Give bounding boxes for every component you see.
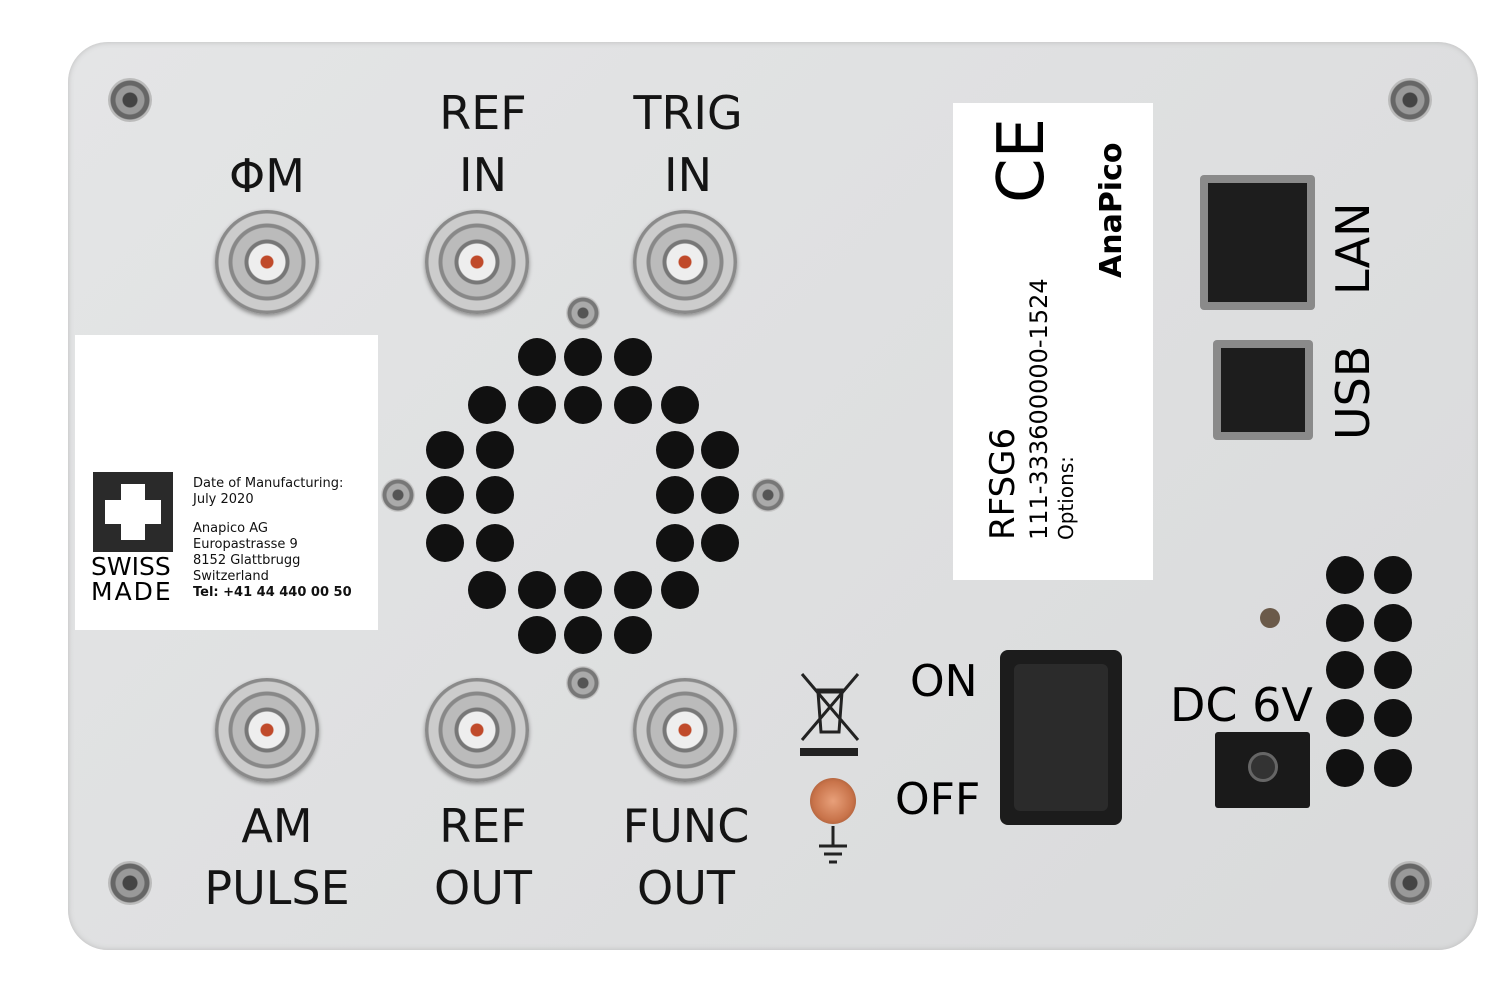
ref-in-line1: REF	[439, 86, 527, 140]
vent-hole	[1374, 604, 1412, 642]
ref-out-line2: OUT	[434, 861, 532, 915]
ref-in-label: REF IN	[383, 82, 583, 206]
vent-hole	[1326, 604, 1364, 642]
options-text: Options:	[1054, 456, 1078, 540]
am-pulse-bnc-connector[interactable]	[215, 678, 319, 782]
ground-symbol-icon	[819, 826, 847, 864]
func-out-line2: OUT	[637, 861, 735, 915]
func-out-label: FUNC OUT	[586, 795, 786, 919]
dc-power-jack[interactable]	[1215, 732, 1310, 808]
vent-hole	[614, 616, 652, 654]
vent-hole	[518, 338, 556, 376]
vent-hole	[656, 524, 694, 562]
vent-hole	[661, 571, 699, 609]
vent-hole	[468, 571, 506, 609]
vent-hole	[426, 476, 464, 514]
vent-hole	[1326, 556, 1364, 594]
vent-hole	[518, 616, 556, 654]
usb-port[interactable]	[1213, 340, 1313, 440]
fan-screw-icon	[566, 296, 600, 330]
trig-in-label: TRIG IN	[588, 82, 788, 206]
corner-screw-icon	[108, 78, 152, 122]
serial-number: 111-333600000-1524	[1025, 278, 1053, 540]
vent-hole	[614, 571, 652, 609]
city: 8152 Glattbrugg	[193, 553, 301, 568]
vent-hole	[564, 616, 602, 654]
phi-m-label: ΦM	[229, 149, 305, 203]
vent-hole	[614, 386, 652, 424]
vent-hole	[564, 571, 602, 609]
date-value: July 2020	[193, 492, 254, 507]
vent-hole	[564, 386, 602, 424]
dc-label: DC 6V	[1170, 678, 1313, 732]
vent-hole	[426, 431, 464, 469]
vent-hole	[476, 431, 514, 469]
ref-in-line2: IN	[459, 148, 507, 202]
corner-screw-icon	[1388, 78, 1432, 122]
vent-hole	[656, 431, 694, 469]
swiss-text: SWISS	[91, 552, 171, 581]
fan-screw-icon	[751, 478, 785, 512]
vent-hole	[476, 476, 514, 514]
vent-hole	[656, 476, 694, 514]
trig-in-bnc-connector[interactable]	[633, 210, 737, 314]
vent-hole	[518, 386, 556, 424]
func-out-bnc-connector[interactable]	[633, 678, 737, 782]
date-title: Date of Manufacturing:	[193, 476, 344, 491]
ground-screw	[810, 778, 856, 824]
off-label: OFF	[895, 774, 981, 825]
weee-bin-icon	[800, 673, 860, 756]
vent-hole	[426, 524, 464, 562]
corner-screw-icon	[108, 861, 152, 905]
lan-label: LAN	[1326, 202, 1380, 295]
am-pulse-label: AM PULSE	[177, 795, 377, 919]
model-name: RFSG6	[983, 427, 1023, 540]
country: Switzerland	[193, 569, 269, 584]
power-switch[interactable]	[1000, 650, 1122, 825]
fan-screw-icon	[381, 478, 415, 512]
ref-out-bnc-connector[interactable]	[425, 678, 529, 782]
company: Anapico AG	[193, 521, 268, 536]
vent-hole	[1326, 749, 1364, 787]
vent-hole	[661, 386, 699, 424]
vent-hole	[1374, 651, 1412, 689]
made-text: MADE	[91, 577, 173, 606]
led-indicator	[1260, 608, 1280, 628]
vent-hole	[468, 386, 506, 424]
vent-hole	[476, 524, 514, 562]
ref-out-label: REF OUT	[383, 795, 583, 919]
telephone: Tel: +41 44 440 00 50	[193, 585, 352, 600]
vent-hole	[1374, 556, 1412, 594]
vent-hole	[1374, 699, 1412, 737]
vent-hole	[564, 338, 602, 376]
vent-hole	[1326, 651, 1364, 689]
vent-hole	[1326, 699, 1364, 737]
fan-screw-icon	[566, 666, 600, 700]
trig-in-line1: TRIG	[633, 86, 743, 140]
swiss-made-label: SWISS MADE Date of Manufacturing: July 2…	[75, 335, 378, 630]
trig-in-line2: IN	[664, 148, 712, 202]
am-line: AM	[241, 799, 313, 853]
vent-hole	[701, 431, 739, 469]
phi-m-bnc-connector[interactable]	[215, 210, 319, 314]
ref-out-line1: REF	[439, 799, 527, 853]
pulse-line: PULSE	[204, 861, 350, 915]
swiss-cross-logo	[93, 472, 173, 552]
vent-hole	[614, 338, 652, 376]
product-label: CE AnaPico RFSG6 111-333600000-1524 Opti…	[953, 103, 1153, 580]
corner-screw-icon	[1388, 861, 1432, 905]
ce-mark: CE	[985, 117, 1059, 203]
vent-hole	[518, 571, 556, 609]
func-out-line1: FUNC	[622, 799, 750, 853]
vent-hole	[701, 524, 739, 562]
ref-in-bnc-connector[interactable]	[425, 210, 529, 314]
on-label: ON	[910, 656, 978, 707]
anapico-logo: AnaPico	[1094, 142, 1129, 278]
vent-hole	[1374, 749, 1412, 787]
street: Europastrasse 9	[193, 537, 298, 552]
lan-port[interactable]	[1200, 175, 1315, 310]
vent-hole	[701, 476, 739, 514]
usb-label: USB	[1326, 345, 1380, 440]
